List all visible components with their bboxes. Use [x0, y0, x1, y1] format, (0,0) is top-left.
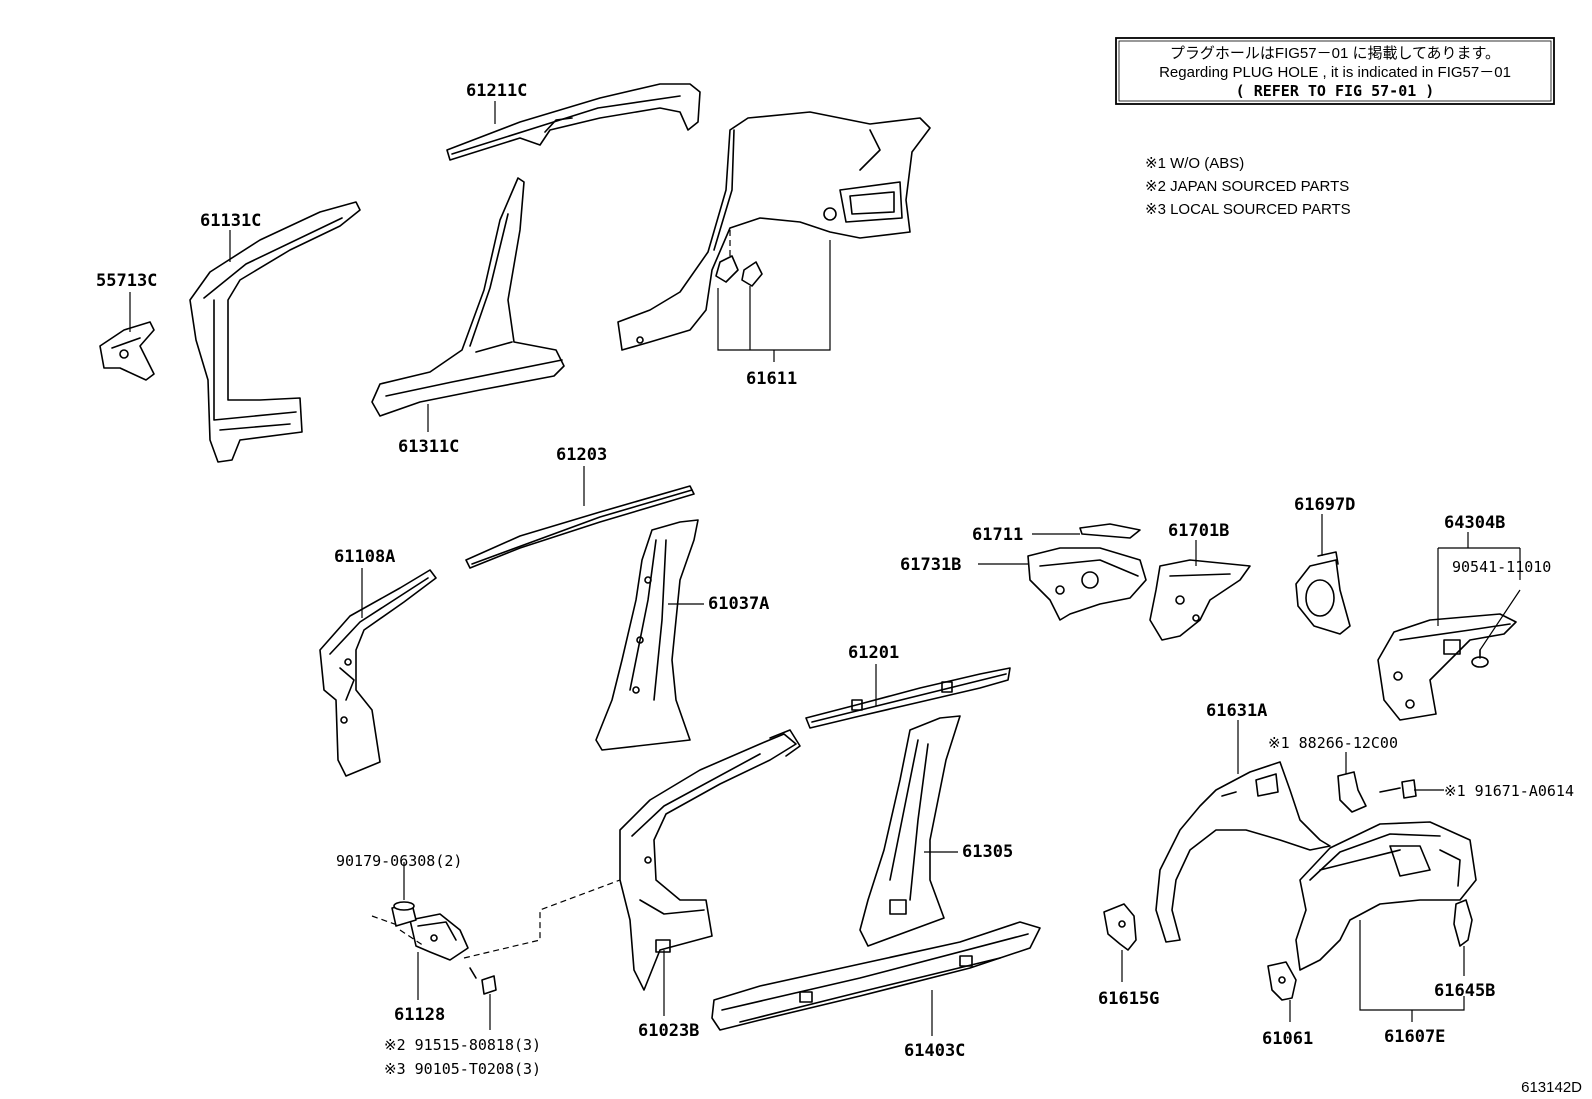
label-61711: 61711	[972, 525, 1023, 545]
part-61611	[617, 111, 931, 351]
part-61023B	[619, 729, 801, 991]
part-61305	[859, 715, 961, 947]
part-61037A	[595, 519, 699, 751]
info-box-line-2: Regarding PLUG HOLE , it is indicated in…	[1159, 64, 1511, 81]
info-box-line-1: プラグホールはFIG57－01 に掲載してあります。	[1170, 45, 1500, 62]
label-61211C: 61211C	[466, 81, 527, 101]
label-61305: 61305	[962, 842, 1013, 862]
part-55713C	[99, 321, 155, 381]
label-61131C: 61131C	[200, 211, 261, 231]
part-91515-bolt	[469, 967, 497, 995]
label-90541-11010: 90541-11010	[1452, 558, 1551, 576]
label-61201: 61201	[848, 643, 899, 663]
part-61607E	[1295, 821, 1477, 971]
figure-code: 613142D	[1521, 1079, 1582, 1096]
label-61108A: 61108A	[334, 547, 395, 567]
label-61061: 61061	[1262, 1029, 1313, 1049]
part-61108A	[319, 569, 437, 777]
label-61311C: 61311C	[398, 437, 459, 457]
label-61128: 61128	[394, 1005, 445, 1025]
note-1: ※1 W/O (ABS)	[1145, 155, 1244, 172]
label-61731B: 61731B	[900, 555, 961, 575]
label-61203: 61203	[556, 445, 607, 465]
part-61311C	[371, 177, 565, 417]
part-61631A	[1155, 761, 1331, 943]
part-90541-clip	[1471, 649, 1489, 668]
label-88266-12C00: ※1 88266-12C00	[1268, 734, 1398, 752]
part-61645B	[1453, 899, 1473, 947]
part-61731B	[1027, 547, 1147, 621]
info-box-line-3: ( REFER TO FIG 57-01 )	[1236, 82, 1435, 100]
part-61131C	[189, 201, 361, 463]
part-61701B	[1149, 559, 1251, 641]
label-55713C: 55713C	[96, 271, 157, 291]
footnotes: ※1 W/O (ABS) ※2 JAPAN SOURCED PARTS ※3 L…	[1145, 155, 1351, 218]
part-61611-clips	[715, 255, 763, 287]
label-61645B: 61645B	[1434, 981, 1495, 1001]
part-61697D	[1295, 551, 1351, 635]
label-90179-06308: 90179-06308(2)	[336, 852, 462, 870]
part-90179-clip	[391, 901, 417, 927]
label-61615G: 61615G	[1098, 989, 1159, 1009]
part-88266-sensor	[1337, 771, 1367, 813]
part-61061	[1267, 961, 1297, 1001]
part-64304B	[1377, 613, 1517, 721]
part-61211C	[446, 83, 701, 161]
part-61615G	[1103, 903, 1137, 951]
label-64304B: 64304B	[1444, 513, 1505, 533]
part-91671-bolt	[1379, 779, 1417, 799]
note-2: ※2 JAPAN SOURCED PARTS	[1145, 178, 1349, 195]
label-61631A: 61631A	[1206, 701, 1267, 721]
info-box: プラグホールはFIG57－01 に掲載してあります。 Regarding PLU…	[1115, 37, 1555, 105]
label-61037A: 61037A	[708, 594, 769, 614]
part-61403C	[711, 921, 1041, 1031]
part-61128	[409, 913, 469, 961]
label-91515-80818: ※2 91515-80818(3)	[384, 1036, 541, 1054]
label-90105-T0208: ※3 90105-T0208(3)	[384, 1060, 541, 1078]
label-61611: 61611	[746, 369, 797, 389]
note-3: ※3 LOCAL SOURCED PARTS	[1145, 201, 1351, 218]
part-61201	[805, 667, 1011, 729]
part-61203	[465, 485, 695, 569]
label-91671-A0614: ※1 91671-A0614	[1444, 782, 1574, 800]
label-61607E: 61607E	[1384, 1027, 1445, 1047]
label-61701B: 61701B	[1168, 521, 1229, 541]
part-61711	[1079, 523, 1141, 539]
label-61023B: 61023B	[638, 1021, 699, 1041]
label-61403C: 61403C	[904, 1041, 965, 1061]
label-61697D: 61697D	[1294, 495, 1355, 515]
